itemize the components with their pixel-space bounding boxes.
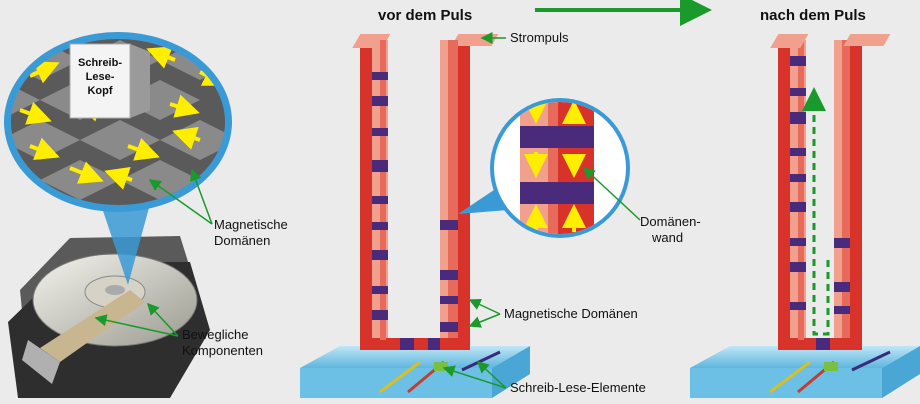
head-label-3: Kopf [87, 85, 112, 97]
racetrack-after [690, 34, 920, 398]
domain-wall-label-2: wand [651, 230, 683, 245]
domains-after [790, 56, 850, 350]
domain-wall-lens [490, 98, 630, 238]
domain-wall-label-1: Domänen- [640, 214, 701, 229]
magnetic-domains-mid-label: Magnetische Domänen [504, 306, 638, 321]
head-label-1: Schreib- [78, 57, 122, 69]
moving-parts-label-2: Komponenten [182, 343, 263, 358]
moving-parts-label-1: Bewegliche [182, 327, 249, 342]
hard-disk-illustration [8, 236, 210, 398]
racetrack-before [300, 34, 530, 398]
header-before: vor dem Puls [378, 7, 472, 24]
mid-pointers [442, 32, 641, 389]
domains-right-leg [440, 220, 458, 332]
magnetic-domain-lens: Schreib- Lese- Kopf [4, 32, 232, 212]
magnetic-domains-label-1: Magnetische [214, 217, 288, 232]
rw-elements-label: Schreib-Lese-Elemente [510, 380, 646, 395]
header-after: nach dem Puls [760, 7, 866, 24]
domain-motion-arrow [802, 87, 830, 336]
zoom-beam-left [100, 202, 150, 285]
current-pulse-label: Strompuls [510, 30, 569, 45]
domains-left-leg [372, 72, 440, 350]
magnetic-domains-label-2: Domänen [214, 233, 270, 248]
read-write-head: Schreib- Lese- Kopf [69, 43, 150, 119]
head-label-2: Lese- [86, 71, 115, 83]
left-pointers [94, 168, 213, 337]
